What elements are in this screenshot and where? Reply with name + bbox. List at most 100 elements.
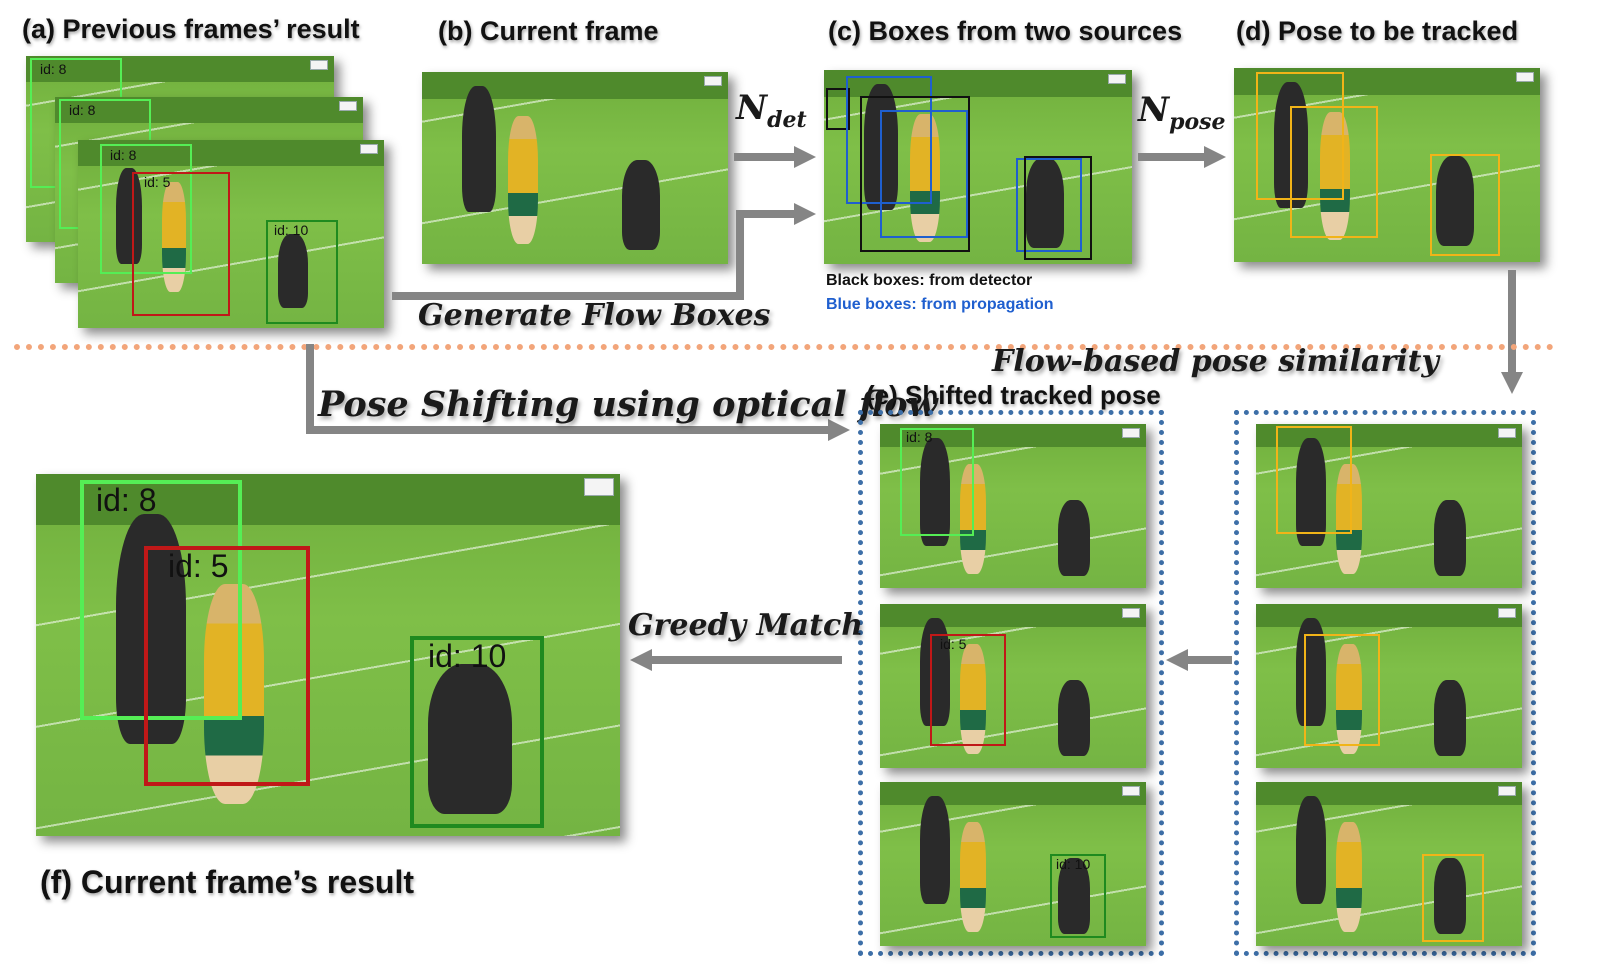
flow-box-arrow-h1 <box>392 292 742 300</box>
pose-shifting-label: Pose Shifting using optical flow <box>318 384 938 425</box>
box-id8-tag: id: 8 <box>96 482 157 518</box>
legend-black: Black boxes: from detector <box>826 272 1033 289</box>
n-pose-symbol: N <box>1138 90 1170 130</box>
legend-blue: Blue boxes: from propagation <box>826 296 1054 313</box>
panel-a-title: (a) Previous frames’ result <box>22 14 360 44</box>
shifted-frame-1: id: 8 <box>880 424 1146 588</box>
greedy-match-label: Greedy Match <box>628 608 864 643</box>
box-id5 <box>132 172 230 316</box>
box-id8-tag: id: 8 <box>906 429 933 445</box>
player-yellow <box>204 584 264 804</box>
n-pose-arrowhead <box>1204 146 1226 168</box>
candidate-frame-2 <box>1256 604 1522 768</box>
player-dark-right <box>1058 500 1090 576</box>
player-dark <box>462 86 496 212</box>
n-det-arrow <box>734 153 794 161</box>
tracked-box <box>1290 106 1378 238</box>
panel-f-title: (f) Current frame’s result <box>40 864 414 900</box>
box-id5-tag: id: 5 <box>940 636 967 652</box>
down-arrow-line <box>1508 270 1516 374</box>
player-yellow <box>1336 822 1362 932</box>
pose-shift-arrow-v <box>306 344 314 434</box>
box-id10 <box>1050 854 1106 938</box>
panel-b-title: (b) Current frame <box>438 16 659 46</box>
previous-frame-3: id: 8 id: 5 id: 10 <box>78 140 384 328</box>
player-dark-right <box>428 664 512 814</box>
greedy-match-arrowhead <box>630 649 652 671</box>
player-dark-right <box>1434 680 1466 756</box>
n-pose-label: Npose <box>1138 90 1226 135</box>
n-det-arrowhead <box>794 146 816 168</box>
flow-box-arrowhead <box>794 203 816 225</box>
tracked-box <box>1430 154 1500 256</box>
similarity-arrowhead <box>1166 649 1188 671</box>
detector-box <box>1024 156 1092 260</box>
player-dark <box>920 796 950 904</box>
player-yellow <box>960 822 986 932</box>
box-id8 <box>80 480 242 720</box>
player-dark <box>1296 618 1326 726</box>
candidate-frame-1 <box>1256 424 1522 588</box>
box-id8-tag: id: 8 <box>110 147 137 163</box>
player-dark-right <box>1058 680 1090 756</box>
result-frame: id: 8 id: 5 id: 10 <box>36 474 620 836</box>
player-dark-right <box>1436 156 1474 246</box>
box-id8 <box>900 428 974 536</box>
player-yellow <box>1336 644 1362 754</box>
player-yellow <box>910 114 940 242</box>
player-dark-right <box>278 234 308 308</box>
shifted-frame-3: id: 10 <box>880 782 1146 946</box>
player-yellow <box>960 644 986 754</box>
tracked-box <box>1276 426 1352 534</box>
panel-e-title: (e) Shifted tracked pose <box>866 380 1161 410</box>
box-id5-tag: id: 5 <box>144 174 171 190</box>
section-divider <box>14 344 1554 350</box>
box-id5-tag: id: 5 <box>168 548 229 584</box>
candidate-frame-3 <box>1256 782 1522 946</box>
player-dark <box>116 168 142 264</box>
box-id5 <box>930 634 1006 746</box>
player-dark-right <box>1058 858 1090 934</box>
player-dark <box>1296 438 1326 546</box>
propagation-box <box>880 110 968 238</box>
n-det-label: Ndet <box>736 88 807 133</box>
shifted-pose-panel <box>858 410 1164 956</box>
current-frame <box>422 72 728 264</box>
shifted-frame-2: id: 5 <box>880 604 1146 768</box>
boxes-frame <box>824 70 1132 264</box>
box-id10-tag: id: 10 <box>428 638 507 674</box>
greedy-match-arrow-line <box>652 656 842 664</box>
player-dark <box>920 438 950 546</box>
player-dark <box>1296 796 1326 904</box>
pose-shift-arrow-h <box>306 426 830 434</box>
player-dark <box>920 618 950 726</box>
detector-box <box>860 96 970 252</box>
tracked-box <box>1304 634 1380 746</box>
box-id8-tag: id: 8 <box>40 61 67 77</box>
player-yellow <box>1336 464 1362 574</box>
box-id10 <box>266 220 338 324</box>
n-det-sub: det <box>767 107 807 133</box>
tracked-pose-frame <box>1234 68 1540 262</box>
player-dark-right <box>1434 858 1466 934</box>
player-yellow <box>508 116 538 244</box>
player-dark <box>116 514 186 744</box>
similarity-arrow-line <box>1188 656 1232 664</box>
panel-d-title: (d) Pose to be tracked <box>1236 16 1519 46</box>
box-id8 <box>100 144 192 274</box>
panel-c-title: (c) Boxes from two sources <box>828 16 1183 46</box>
n-pose-sub: pose <box>1169 109 1226 135</box>
flow-box-arrow-h2 <box>736 210 794 218</box>
box-id10-tag: id: 10 <box>1056 856 1091 872</box>
flow-box-arrow-v <box>736 210 744 300</box>
n-det-symbol: N <box>736 88 768 128</box>
player-yellow <box>1320 112 1350 240</box>
player-dark-right <box>622 160 660 250</box>
player-dark-right <box>1026 158 1064 248</box>
propagation-box <box>1016 158 1082 252</box>
n-pose-arrow <box>1138 153 1206 161</box>
flow-similarity-label: Flow-based pose similarity <box>992 344 1439 379</box>
propagation-box <box>846 76 932 204</box>
box-id10 <box>410 636 544 828</box>
tracked-box <box>1256 72 1344 200</box>
